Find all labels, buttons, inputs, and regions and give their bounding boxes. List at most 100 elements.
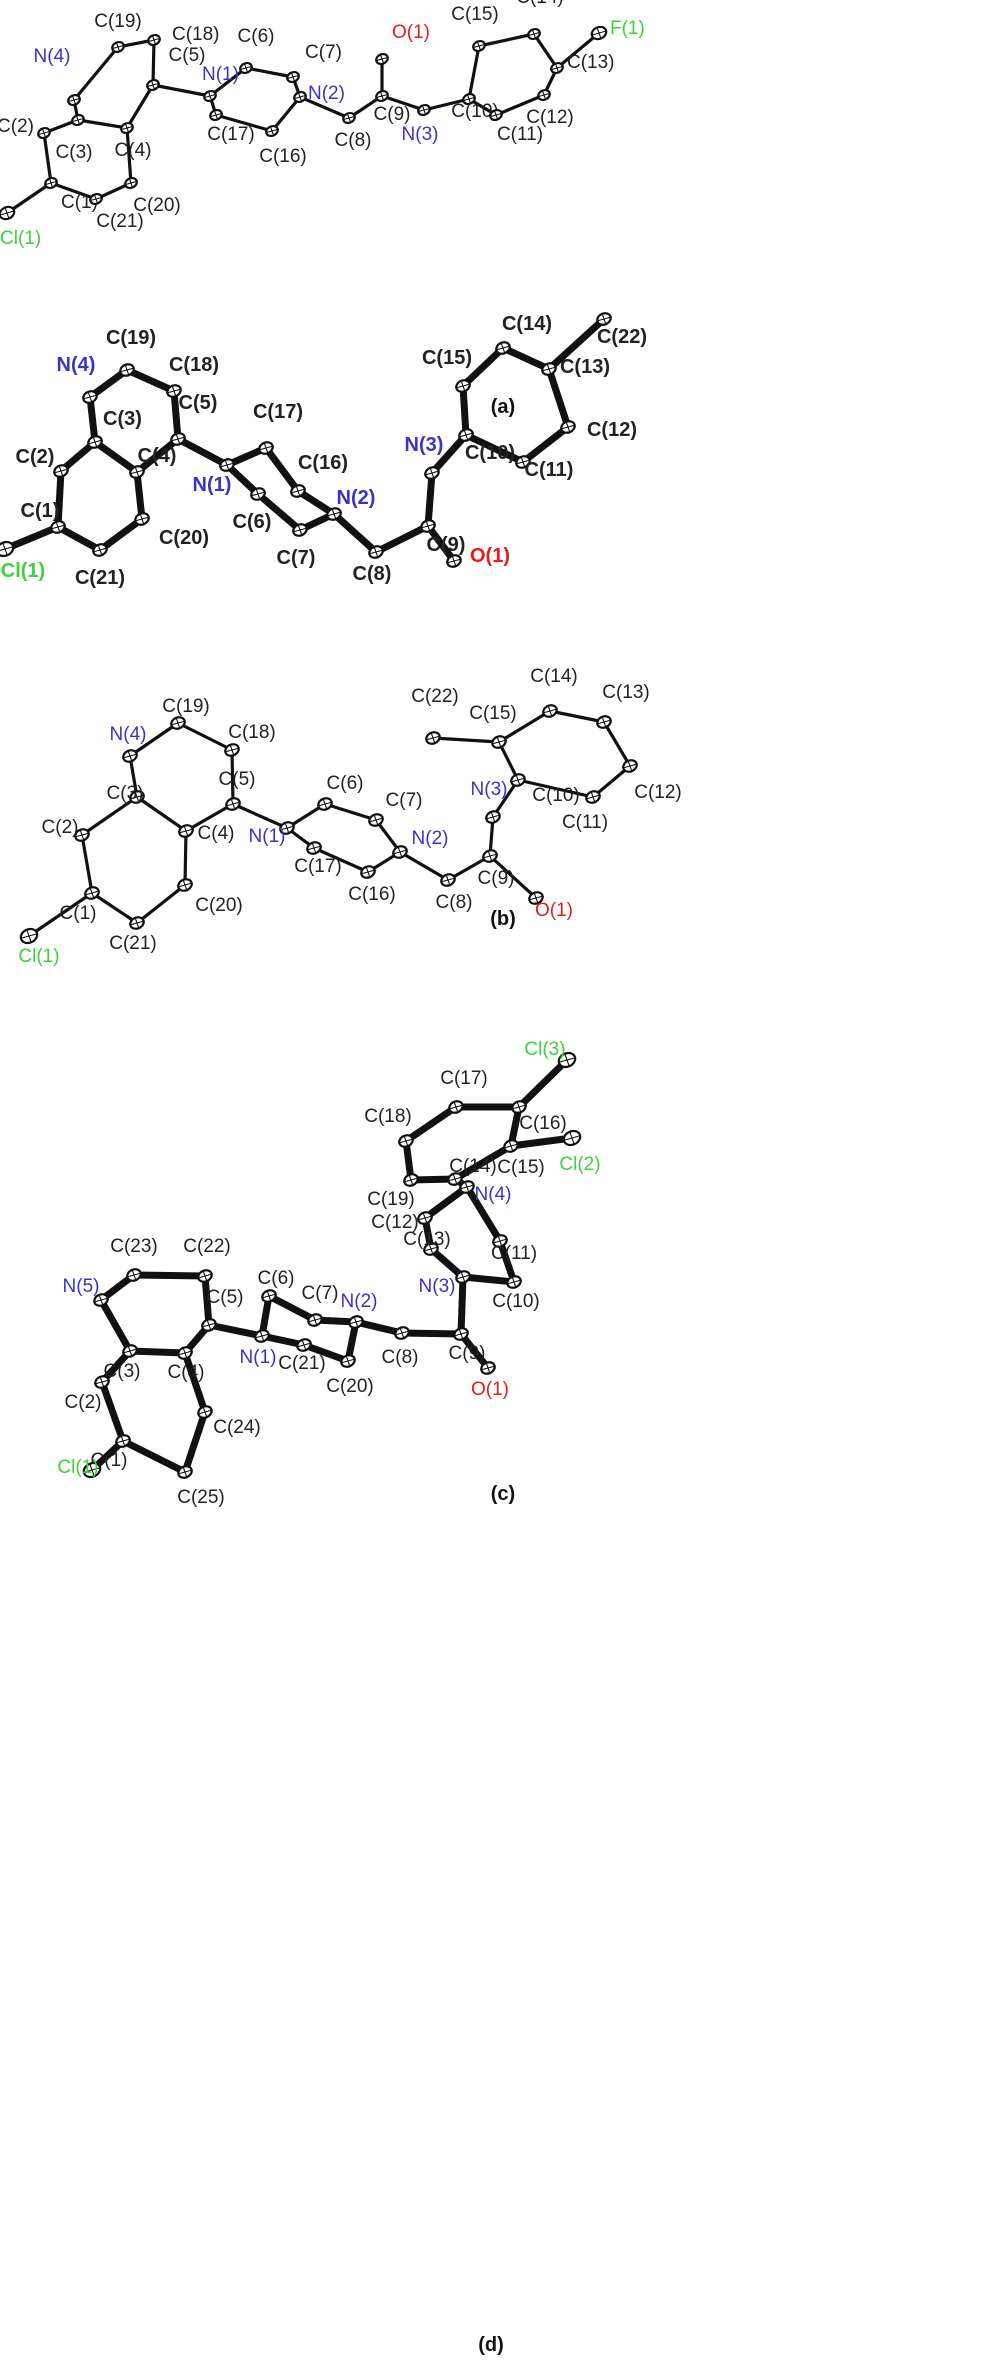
atom-label-c5: C(5) [207, 1287, 244, 1308]
atom-label-c7: C(7) [277, 547, 316, 569]
bond-c14-c13 [548, 709, 606, 724]
atom-secondary-axis-c1 [120, 1435, 126, 1447]
atom-secondary-axis-c25 [182, 1466, 188, 1478]
atom-label-c22: C(22) [183, 1236, 231, 1257]
bond-c2-c1 [98, 1378, 127, 1445]
atom-c4: C(4) [178, 823, 234, 844]
bond-c16-cl3 [515, 1056, 571, 1111]
bond-c5-c4 [125, 83, 155, 130]
atom-label-c15: C(15) [497, 1157, 545, 1178]
atom-secondary-axis-c1 [89, 887, 95, 899]
atom-secondary-axis-c5 [206, 1319, 212, 1331]
atom-secondary-axis-n2 [297, 92, 303, 102]
atom-label-c9: C(9) [449, 1343, 486, 1364]
atom-label-n4: N(4) [57, 354, 96, 376]
bond-c9-o1 [424, 522, 458, 565]
atom-secondary-axis-c9 [487, 850, 493, 862]
atom-label-c19: C(19) [106, 327, 156, 349]
bond-c18-c5 [170, 387, 182, 443]
bond-c1-c21 [54, 523, 104, 554]
atom-c13: C(13) [596, 682, 650, 729]
bond-n2-c8 [398, 850, 450, 882]
atom-c4: C(4) [168, 1346, 204, 1383]
atom-n1: N(1) [202, 64, 239, 103]
atom-c12: C(12) [560, 419, 637, 441]
bond-n2-c8 [298, 95, 351, 120]
atom-o1: O(1) [446, 545, 510, 568]
atom-c2: C(2) [0, 116, 51, 140]
atom-label-n2: N(2) [337, 487, 376, 509]
atom-secondary-axis-n3 [421, 105, 427, 115]
bond-c19-c18 [176, 721, 234, 752]
atom-c13: C(13) [541, 356, 610, 378]
bond-n1-c5 [205, 1321, 266, 1340]
bond-c21-c20 [300, 1341, 352, 1365]
atom-c9: C(9) [374, 89, 410, 125]
atom-secondary-axis-c3 [92, 436, 98, 448]
atom-c6: C(6) [233, 487, 271, 533]
atom-c19: C(19) [106, 327, 156, 377]
bond-c5-c4 [133, 435, 182, 476]
atom-secondary-axis-c8 [373, 546, 379, 558]
atom-label-n1: N(1) [193, 474, 232, 496]
bond-c13-c12 [602, 720, 632, 768]
atom-secondary-axis-c21 [301, 1339, 307, 1351]
atom-label-c7: C(7) [386, 790, 423, 811]
atoms-d: Cl(3)C(17)C(16)C(18)C(15)Cl(2)C(14)C(19)… [57, 1039, 600, 1508]
panel-d: Cl(3)C(17)C(16)C(18)C(15)Cl(2)C(14)C(19)… [57, 1039, 600, 1508]
atom-label-c13: C(13) [560, 356, 610, 378]
atom-c8: C(8) [436, 873, 472, 913]
atom-secondary-axis-c18 [171, 385, 177, 397]
atom-c21: C(21) [89, 192, 144, 232]
bond-c13-n3 [427, 1245, 467, 1281]
atom-c10: C(10) [492, 1275, 540, 1312]
bond-c12-c11 [494, 93, 546, 117]
atom-c18: C(18) [224, 722, 276, 757]
bond-c20-c4 [125, 126, 133, 185]
atom-secondary-axis-n4 [87, 391, 93, 403]
atom-secondary-axis-c19 [175, 717, 181, 729]
atom-secondary-axis-n2 [397, 846, 403, 858]
atom-c14: C(14) [516, 0, 564, 41]
atom-secondary-axis-c5 [230, 798, 236, 810]
atom-label-c17: C(17) [440, 1068, 488, 1089]
atom-c5: C(5) [170, 392, 217, 446]
atom-secondary-axis-c14 [500, 342, 506, 354]
bond-c11-c10 [516, 778, 595, 799]
atom-label-c21: C(21) [75, 567, 125, 589]
atom-o1: O(1) [528, 891, 573, 921]
atom-label-c18: C(18) [228, 722, 276, 743]
atom-secondary-axis-c14 [531, 29, 537, 39]
bond-c18-c5 [151, 38, 156, 87]
bond-n4-c19 [128, 721, 180, 758]
atom-secondary-axis-c20 [182, 879, 188, 891]
atom-n2: N(2) [326, 487, 376, 521]
atom-secondary-axis-c13 [428, 1243, 434, 1255]
bond-c16-n2 [294, 487, 338, 518]
atom-label-c7: C(7) [305, 42, 342, 63]
atom-secondary-axis-c12 [422, 1212, 428, 1224]
bond-c5-c22 [201, 1272, 213, 1329]
bond-c16-c17 [312, 846, 370, 874]
atom-label-c14: C(14) [449, 1156, 497, 1177]
atom-label-c2: C(2) [0, 116, 34, 137]
atom-label-n1: N(1) [202, 64, 239, 85]
atom-label-n4: N(4) [110, 724, 147, 745]
atom-c17: C(17) [440, 1068, 488, 1114]
atom-secondary-axis-c18 [151, 35, 157, 45]
atom-f1: F(1) [590, 18, 645, 41]
atom-label-c24: C(24) [213, 1417, 261, 1438]
atom-c3: C(3) [107, 783, 145, 804]
atom-label-c4: C(4) [138, 445, 177, 467]
atom-label-n2: N(2) [341, 1291, 378, 1312]
bond-c25-c24 [181, 1408, 209, 1476]
bond-c10-c11 [496, 1237, 518, 1286]
caption-panel-a: (a) [491, 396, 515, 418]
atom-label-c5: C(5) [169, 45, 206, 66]
atom-c14: C(14) [495, 313, 552, 355]
atom-secondary-axis-c11 [497, 1235, 503, 1247]
atom-secondary-axis-c4 [182, 1347, 188, 1359]
atom-c17: C(17) [294, 841, 342, 877]
atom-secondary-axis-c13 [601, 716, 607, 728]
atom-n3: N(3) [405, 434, 443, 480]
